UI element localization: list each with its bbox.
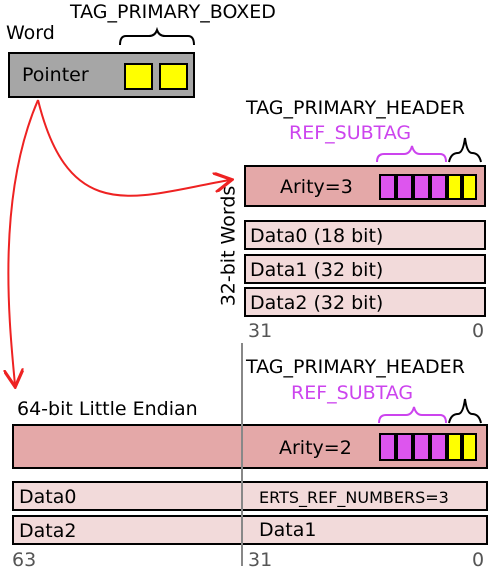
- ref-subtag-label-64: REF_SUBTAG: [291, 382, 414, 404]
- boxed-tag-brace: [119, 26, 195, 46]
- boxed-tag-bit: [159, 63, 188, 90]
- data-word-32: Data2 (32 bit): [244, 287, 486, 317]
- pointer-arrow-32: [37, 99, 230, 197]
- data-word-label: Data2 (32 bit): [250, 292, 384, 314]
- bit-index-31-64: 31: [248, 549, 273, 571]
- ref-subtag-bit: [396, 174, 413, 200]
- data-word-32: Data1 (32 bit): [244, 254, 486, 284]
- pointer-arrow-64: [8, 99, 39, 385]
- pointer-label: Pointer: [22, 64, 89, 86]
- ref-subtag-label-32: REF_SUBTAG: [289, 122, 412, 144]
- word-label: Word: [6, 22, 55, 44]
- tag-primary-boxed-label: TAG_PRIMARY_BOXED: [70, 1, 276, 23]
- data-half-label: Data1: [259, 519, 317, 541]
- data-word-32: Data0 (18 bit): [244, 220, 486, 250]
- primary-tag-brace-64: [448, 398, 482, 424]
- primary-tag-bit: [462, 174, 477, 200]
- ref-subtag-bit: [430, 433, 447, 461]
- ref-subtag-bit: [379, 174, 396, 200]
- data-word-label: Data1 (32 bit): [250, 259, 384, 281]
- ref-subtag-brace-32: [376, 145, 447, 163]
- data-half-label: Data2: [19, 520, 77, 542]
- ref-subtag-bit: [413, 433, 430, 461]
- tag-primary-header-label-32: TAG_PRIMARY_HEADER: [246, 97, 465, 119]
- data-word-label: Data0 (18 bit): [250, 225, 384, 247]
- header-word-32: Arity=3: [244, 165, 486, 207]
- header-word-64: Arity=2: [12, 424, 488, 469]
- ref-subtag-bit: [413, 174, 430, 200]
- boxed-tag-bit: [124, 63, 153, 90]
- sixty-four-bit-title: 64-bit Little Endian: [17, 398, 198, 420]
- ref-subtag-bit: [430, 174, 447, 200]
- ref-subtag-brace-64: [378, 406, 447, 424]
- ref-subtag-bit: [379, 433, 396, 461]
- data-word-64: Data0 ERTS_REF_NUMBERS=3: [12, 481, 488, 511]
- bit-index-63: 63: [12, 549, 37, 571]
- primary-tag-bit: [462, 433, 477, 461]
- arity-label-32: Arity=3: [280, 176, 353, 198]
- data-half-label: Data0: [19, 486, 77, 508]
- bit-index-0: 0: [472, 320, 485, 342]
- arity-label-64: Arity=2: [279, 437, 352, 459]
- pointer-word-box: Pointer: [8, 52, 195, 98]
- bit-index-31: 31: [248, 320, 273, 342]
- primary-tag-bit: [447, 433, 462, 461]
- tag-primary-header-label-64: TAG_PRIMARY_HEADER: [246, 356, 465, 378]
- primary-tag-bit: [447, 174, 462, 200]
- erts-ref-numbers-label: ERTS_REF_NUMBERS=3: [259, 488, 449, 507]
- ref-subtag-bit: [396, 433, 413, 461]
- data-word-64: Data2 Data1: [12, 515, 488, 545]
- bit-index-0-64: 0: [472, 549, 485, 571]
- primary-tag-brace-32: [448, 137, 482, 163]
